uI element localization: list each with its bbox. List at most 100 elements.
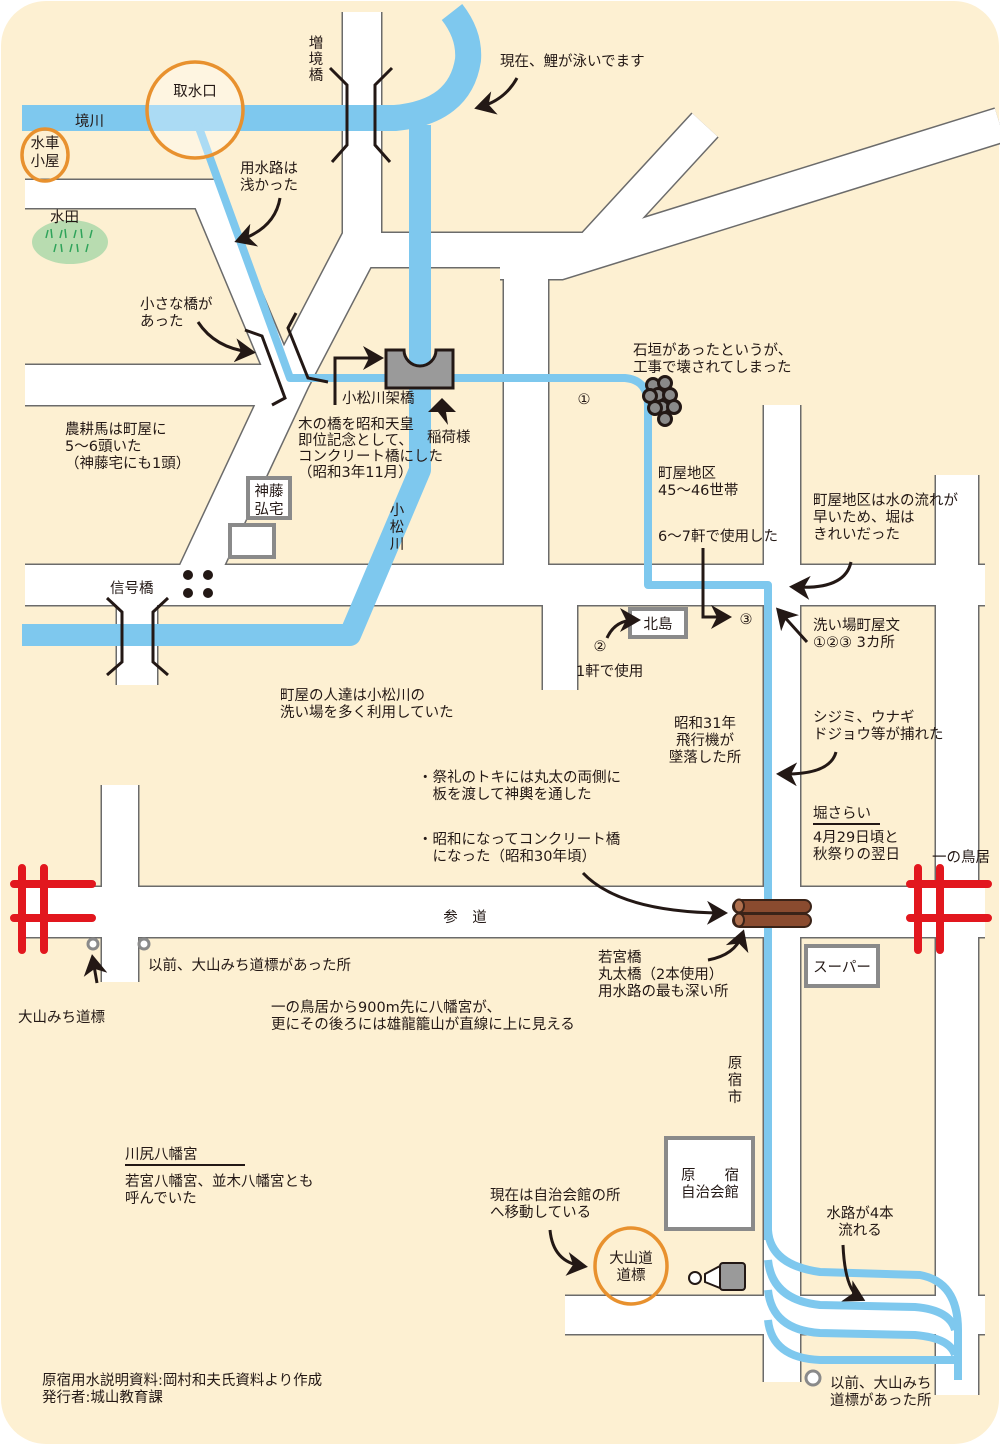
label-line: 川尻八幡宮 (125, 1146, 198, 1163)
label-komatsugawa: 小松川 (390, 502, 405, 553)
former-sign-marker (137, 937, 151, 951)
label-use67: 6〜7軒で使用した (658, 528, 778, 545)
label-line: 呼んでいた (125, 1190, 197, 1207)
label-line: 町屋地区は水の流れが (813, 492, 958, 509)
label-view900: 一の鳥居から900m先に八幡宮が、更にその後ろには雄龍籠山が直線に上に見える (271, 999, 575, 1033)
label-former-sign1: 以前、大山みち道標があった所 (148, 957, 351, 974)
label-suisha: 水車小屋 (31, 135, 60, 170)
intake-circle (145, 60, 245, 160)
arrow (333, 346, 384, 405)
label-line: ドジョウ等が捕れた (813, 725, 944, 743)
label-line: 石垣があったというが、 (633, 342, 792, 359)
stone-wall-icon (642, 375, 682, 427)
label-line: 原 宿 (681, 1167, 739, 1184)
label-line: 小さな橋が (140, 296, 213, 313)
underlines (125, 823, 880, 1166)
label-line: 早いため、堀は (813, 509, 915, 526)
label-circle2: ② (594, 639, 607, 655)
signal-bridge (151, 596, 170, 677)
label-line: 小 (390, 502, 405, 519)
label-inari: 稲荷様 (427, 429, 471, 446)
label-line: 以前、大山みち (830, 1375, 932, 1392)
label-former-sign2: 以前、大山みち道標があった所 (830, 1375, 932, 1409)
label-line: 若宮八幡宮、並木八幡宮とも (125, 1173, 314, 1190)
label-intake: 取水口 (173, 83, 217, 100)
label-line: 橋 (309, 67, 324, 84)
label-kawashiri: 若宮八幡宮、並木八幡宮とも呼んでいた (125, 1173, 314, 1207)
canal-branch (764, 1289, 959, 1357)
label-line: 飛行機が (676, 732, 734, 749)
label-fourways: 水路が4本流れる (826, 1205, 893, 1239)
label-kitajima: 北島 (644, 616, 673, 633)
canal-branch (764, 1229, 962, 1380)
label-moved: 現在は自治会館の所へ移動している (490, 1187, 621, 1221)
label-super: スーパー (813, 959, 871, 976)
label-line: 用水路は (240, 160, 298, 177)
label-suiden: 水田 (50, 209, 79, 226)
label-line: スーパー (813, 959, 871, 976)
label-line: 4月29日頃と (813, 829, 899, 846)
former-sign-marker (804, 1369, 822, 1387)
bridge-marks (105, 66, 394, 677)
label-line: ③ (740, 612, 753, 628)
rivers (22, 3, 962, 1380)
arrow (548, 1229, 588, 1276)
label-line: 木の橋を昭和天皇 (298, 416, 414, 433)
label-line: 板を渡して神輿を通した (418, 785, 592, 803)
masusakai-bridge (328, 66, 349, 163)
arrow (841, 1244, 866, 1302)
label-line: ② (594, 639, 607, 655)
label-line: ①②③ 3カ所 (813, 634, 895, 651)
former-sign-marker (86, 937, 100, 951)
paddy-field-icon (32, 220, 108, 264)
label-line: 堀さらい (813, 805, 871, 822)
label-line: 1軒で使用 (576, 663, 643, 680)
label-line: 5〜6頭いた (65, 438, 141, 455)
label-line: 境 (309, 50, 324, 68)
label-line: 原 (728, 1056, 743, 1072)
log-bridge-icon (732, 898, 812, 928)
label-line: 小屋 (31, 153, 60, 170)
label-masusakai-bridge: 増境橋 (309, 35, 324, 84)
label-line: 即位記念として、 (298, 431, 413, 449)
label-line: 浅かった (240, 177, 298, 194)
label-line: （神藤宅にも1頭） (65, 455, 190, 472)
komatsugawa-river (22, 125, 431, 646)
label-line: 境川 (75, 112, 104, 130)
house (228, 523, 276, 559)
arrow (234, 197, 282, 247)
label-line: ① (578, 392, 591, 408)
label-small-bridge: 小さな橋があった (140, 296, 213, 330)
harajuku-hall (664, 1136, 755, 1231)
canal-branch (764, 1259, 959, 1332)
label-line: 現在は自治会館の所 (490, 1187, 621, 1204)
label-line: 道標 (617, 1267, 646, 1284)
stone (657, 411, 673, 427)
signal-bridge (105, 596, 124, 677)
label-line: 45〜46世帯 (658, 482, 738, 499)
jindo-house (246, 476, 292, 520)
arrow (83, 954, 108, 984)
label-line: 宿 (728, 1072, 743, 1089)
arrow (707, 929, 749, 962)
label-line: 若宮橋 (598, 949, 642, 966)
label-line: 洗い場町屋文 (813, 617, 900, 634)
label-fast: 町屋地区は水の流れが早いため、堀はきれいだった (813, 492, 958, 543)
label-circle3: ③ (740, 612, 753, 628)
label-line: 一の鳥居から900m先に八幡宮が、 (271, 999, 501, 1016)
label-sando: 参 道 (443, 909, 487, 926)
label-line: 用水路の最も深い所 (598, 983, 729, 1000)
label-line: 6〜7軒で使用した (658, 528, 778, 545)
inari-arrow-icon (428, 398, 456, 425)
label-line: 増 (309, 35, 324, 52)
labels: 取水口境川水車小屋水田増境橋現在、鯉が泳いでます用水路は浅かった小さな橋があった… (18, 35, 990, 1409)
road-watermill[interactable] (25, 180, 298, 391)
sakaigawa-river (22, 3, 482, 131)
label-line: 道標があった所 (830, 1392, 932, 1409)
stone (666, 399, 682, 415)
label-line: 一の鳥居 (932, 849, 990, 866)
small-bridge (286, 312, 329, 384)
label-line: 町屋地区 (658, 465, 716, 482)
label-hall: 原 宿自治会館 (681, 1167, 739, 1201)
